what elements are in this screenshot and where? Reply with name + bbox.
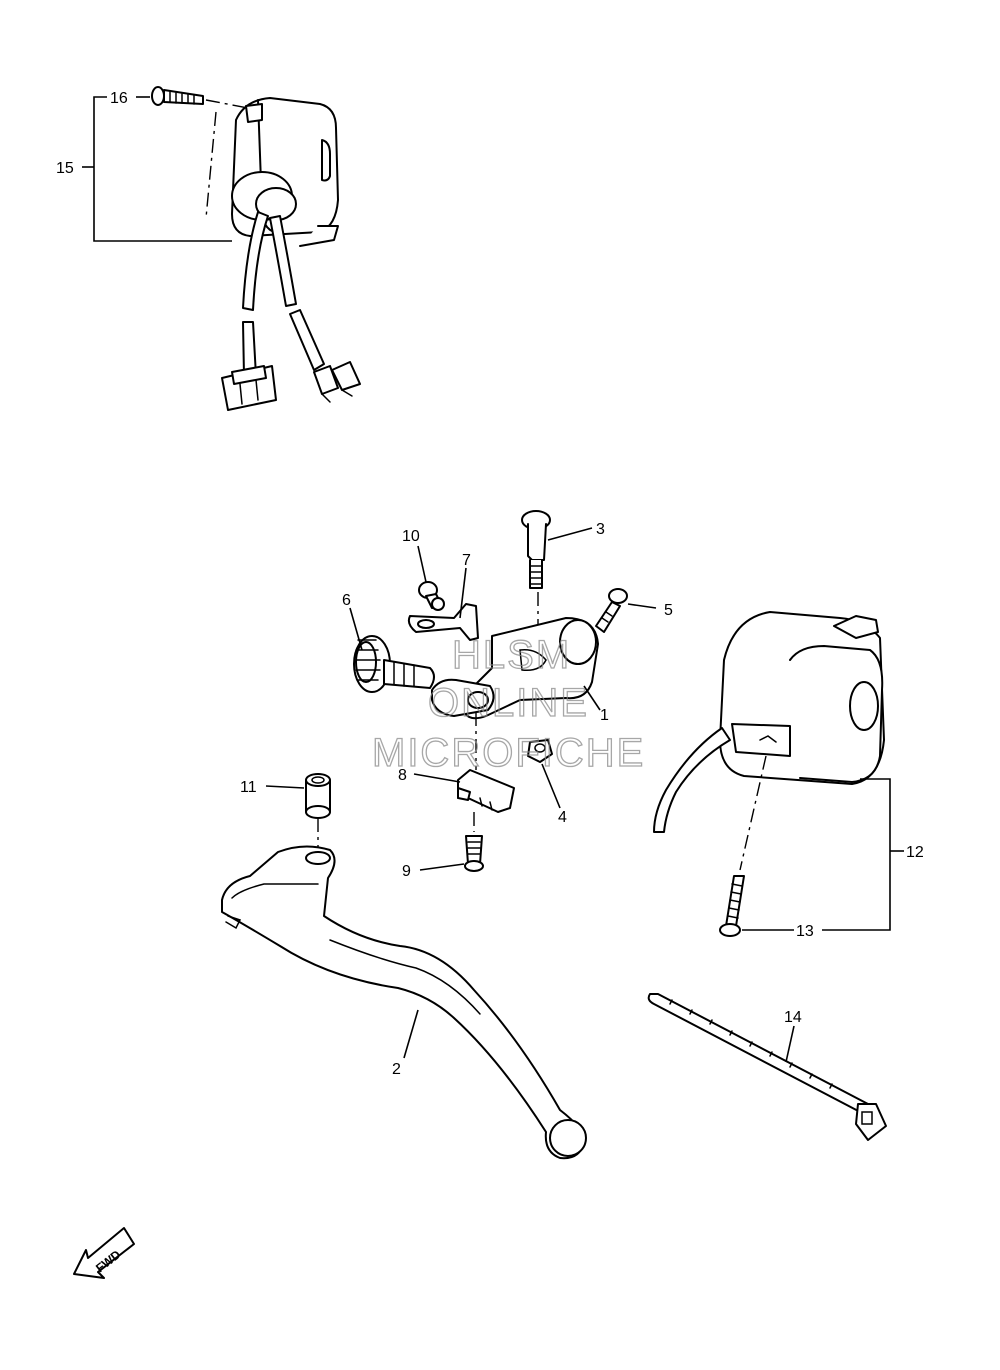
callout-16: 16 — [110, 90, 128, 107]
callout-11: 11 — [240, 779, 257, 796]
callout-1: 1 — [600, 707, 609, 724]
screw-9 — [464, 835, 484, 872]
collar-11 — [305, 773, 331, 819]
cable-tie-14 — [647, 993, 887, 1141]
leader-lines — [136, 96, 795, 1063]
lever-holder-1 — [431, 617, 599, 720]
lever-holder-assembly — [305, 510, 628, 872]
wire-connector-2 — [313, 361, 361, 403]
handlebar-switch-12 — [653, 611, 904, 937]
callout-5: 5 — [664, 602, 673, 619]
callout-2: 2 — [392, 1061, 401, 1078]
callout-3: 3 — [596, 521, 605, 538]
callouts: 16 15 3 10 7 5 6 1 11 8 4 9 12 13 14 2 — [56, 90, 924, 1078]
screw-10 — [418, 581, 445, 611]
callout-7: 7 — [462, 552, 471, 569]
adjuster-knob-6 — [353, 635, 435, 693]
callout-6: 6 — [342, 592, 351, 609]
clutch-switch-8 — [457, 769, 515, 813]
callout-13: 13 — [796, 923, 814, 940]
handlebar-switch-left-top — [82, 86, 361, 411]
watermark-line-1: HLSM — [452, 633, 571, 677]
watermark-line-3: MICROFICHE — [372, 731, 645, 775]
callout-15: 15 — [56, 160, 74, 177]
callout-14: 14 — [784, 1009, 802, 1026]
bolt-3 — [521, 510, 551, 589]
nut-4 — [527, 739, 553, 763]
fwd-arrow-icon: FWD — [73, 1227, 135, 1279]
callout-4: 4 — [558, 809, 567, 826]
callout-12: 12 — [906, 844, 924, 861]
screw-13 — [719, 875, 745, 937]
screw-16 — [151, 86, 204, 106]
watermark-line-2: ONLINE — [428, 681, 589, 725]
screw-5 — [595, 588, 628, 633]
clutch-lever-2 — [221, 845, 587, 1160]
callout-10: 10 — [402, 528, 420, 545]
wire-connector-1 — [221, 365, 277, 411]
callout-9: 9 — [402, 863, 411, 880]
callout-8: 8 — [398, 767, 407, 784]
watermark: HLSM ONLINE MICROFICHE — [371, 632, 645, 775]
